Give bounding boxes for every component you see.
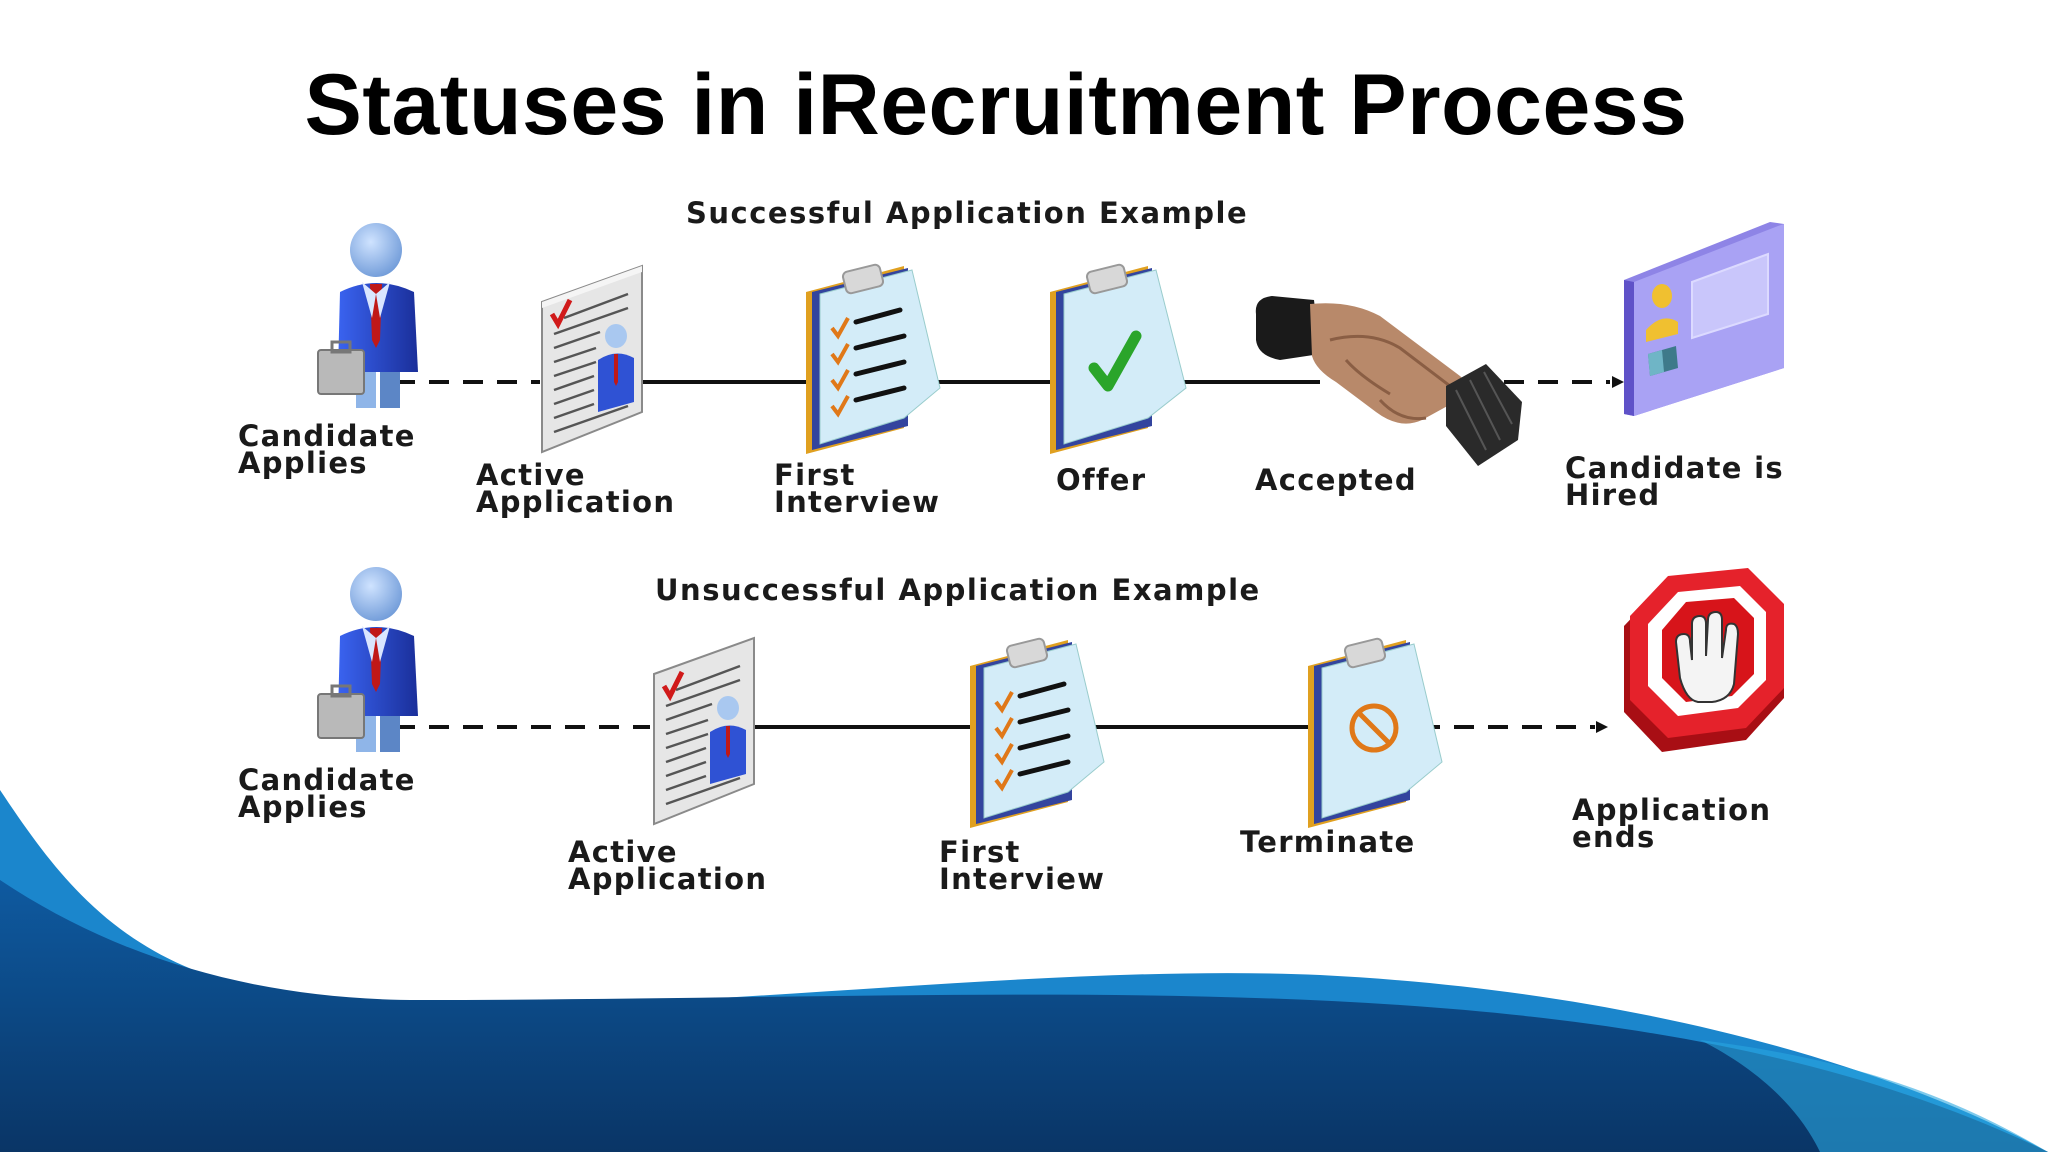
slide-title: Statuses in iRecruitment Process [304, 57, 1688, 153]
step-label-active-application: Active Application [568, 835, 768, 896]
checklist-clipboard-icon [806, 263, 941, 454]
handshake-icon [1255, 296, 1522, 466]
resume-document-icon [653, 636, 755, 826]
step-label-accepted: Accepted [1255, 463, 1417, 497]
step-label-first-interview: First Interview [774, 458, 941, 519]
resume-document-icon [541, 264, 643, 454]
checkmark-clipboard-icon [1050, 263, 1187, 454]
step-label-first-interview: First Interview [939, 835, 1106, 896]
person-with-briefcase-icon [317, 567, 418, 752]
step-label-active-application: Active Application [476, 458, 676, 519]
step-label-candidate-hired: Candidate is Hired [1565, 451, 1784, 512]
stop-hand-sign-icon [1624, 568, 1784, 752]
step-label-candidate-applies: Candidate Applies [238, 763, 416, 824]
unsuccessful-heading: Unsuccessful Application Example [655, 573, 1261, 607]
step-label-terminate: Terminate [1240, 825, 1416, 859]
no-symbol-clipboard-icon [1308, 637, 1443, 828]
step-label-application-ends: Application ends [1572, 793, 1772, 854]
step-label-offer: Offer [1056, 463, 1147, 497]
checklist-clipboard-icon [970, 637, 1105, 828]
successful-heading: Successful Application Example [686, 196, 1249, 230]
id-badge-icon [1624, 222, 1784, 416]
step-label-candidate-applies: Candidate Applies [238, 419, 416, 480]
person-with-briefcase-icon [317, 223, 418, 408]
